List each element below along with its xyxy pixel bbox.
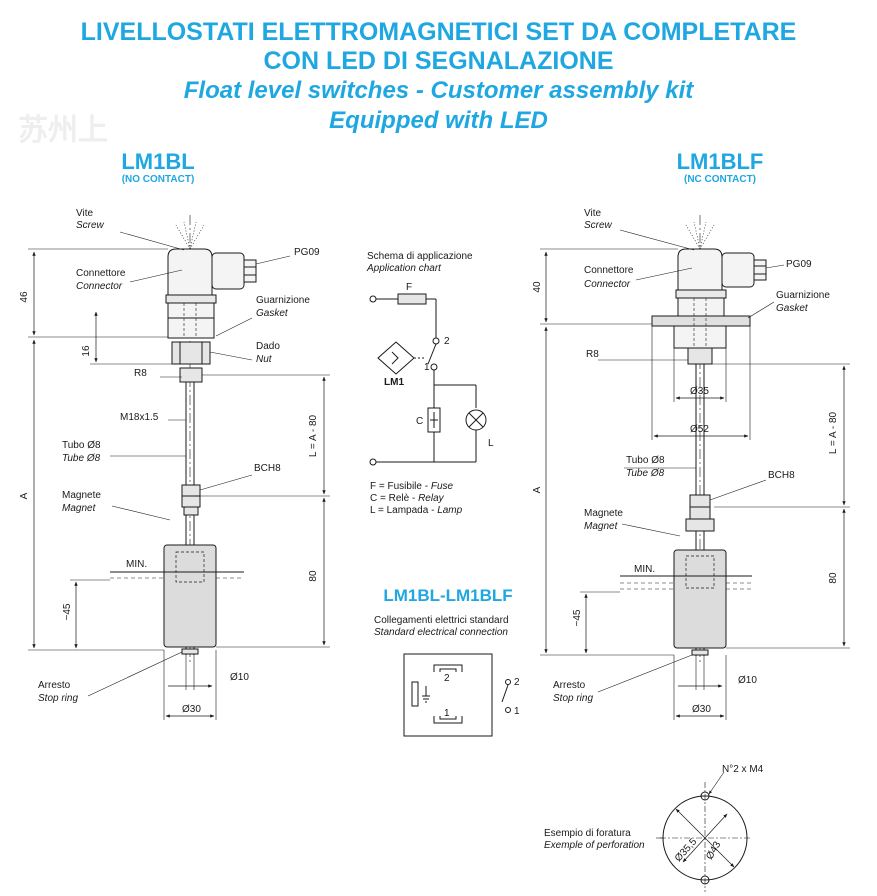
right-magnet-label: Magnete xyxy=(584,508,623,519)
connection-pin1: 1 xyxy=(444,708,450,719)
subtitle-line-1: Float level switches - Customer assembly… xyxy=(183,77,694,104)
drilling-title: Esempio di foratura xyxy=(544,828,631,839)
application-chart xyxy=(369,293,487,466)
title-line-2: CON LED DI SEGNALAZIONE xyxy=(263,47,614,75)
watermark-cn: 苏州上 xyxy=(18,114,108,147)
legend-lamp: L = Lampada - Lamp xyxy=(370,505,463,516)
left-stop-label: Arresto xyxy=(38,680,71,691)
schema-l-label: L xyxy=(488,438,494,449)
connection-diagram xyxy=(403,653,511,737)
model-right: LM1BLF (NC CONTACT) xyxy=(660,150,780,186)
left-thread-label: M18x1.5 xyxy=(120,412,159,423)
right-dim-a: A xyxy=(532,486,543,493)
title-line-1: LIVELLOSTATI ELETTROMAGNETICI SET DA COM… xyxy=(80,18,797,46)
right-tube-label: Tubo Ø8 xyxy=(626,455,665,466)
right-r8-label: R8 xyxy=(586,349,599,360)
right-d52-label: Ø52 xyxy=(690,424,709,435)
right-screw-label: Vite xyxy=(584,208,601,219)
schema-f-label: F xyxy=(406,282,412,293)
left-dim-16: 16 xyxy=(81,345,92,357)
right-gasket-label: Guarnizione xyxy=(776,290,830,301)
left-dim-d30: Ø30 xyxy=(182,704,201,715)
right-dim-45: ~45 xyxy=(572,609,583,626)
right-sensor-drawing xyxy=(540,215,850,720)
drilling-holes-label: N°2 x M4 xyxy=(722,764,764,775)
left-screw-label-en: Screw xyxy=(76,220,105,231)
left-connector-label-en: Connector xyxy=(76,281,123,292)
drilling-d355: Ø35,5 xyxy=(673,836,700,864)
model-left-contact: (NO CONTACT) xyxy=(121,174,195,185)
right-magnet-label-en: Magnet xyxy=(584,521,619,532)
drilling-title-en: Exemple of perforation xyxy=(544,840,645,851)
left-magnet-label: Magnete xyxy=(62,490,101,501)
left-tube-label-en: Tube Ø8 xyxy=(62,453,101,464)
schema-title-en: Application chart xyxy=(366,263,442,274)
drilling-labels: N°2 x M4 Esempio di foratura Exemple of … xyxy=(544,764,764,864)
schema-title: Schema di applicazione xyxy=(367,251,473,262)
left-bch8-label: BCH8 xyxy=(254,463,281,474)
connection-sw2: 2 xyxy=(514,677,520,688)
right-dim-d30: Ø30 xyxy=(692,704,711,715)
model-right-name: LM1BLF xyxy=(676,149,764,174)
right-tube-label-en: Tube Ø8 xyxy=(626,468,665,479)
left-dim-45: ~45 xyxy=(62,603,73,620)
legend-fuse: F = Fusibile - Fuse xyxy=(370,481,454,492)
model-left-name: LM1BL xyxy=(121,149,195,174)
left-nut-label: Dado xyxy=(256,341,280,352)
schema-c-label: C xyxy=(416,416,423,427)
subtitle-line-2: Equipped with LED xyxy=(329,107,548,134)
right-dim-80: 80 xyxy=(828,572,839,584)
schema-pin1: 1 xyxy=(424,362,430,373)
application-chart-labels: Schema di applicazione Application chart… xyxy=(366,251,494,516)
right-pg09-label: PG09 xyxy=(786,259,812,270)
connection-title: Collegamenti elettrici standard xyxy=(374,615,509,626)
schema-pin2: 2 xyxy=(444,336,450,347)
left-min-label: MIN. xyxy=(126,559,147,570)
left-stop-label-en: Stop ring xyxy=(38,693,78,704)
drilling-diagram xyxy=(656,771,750,892)
left-dim-d10: Ø10 xyxy=(230,672,249,683)
left-connector-label: Connettore xyxy=(76,268,126,279)
right-bch8-label: BCH8 xyxy=(768,470,795,481)
right-connector-label-en: Connector xyxy=(584,279,631,290)
connection-sw1: 1 xyxy=(514,706,520,717)
connection-pin2: 2 xyxy=(444,673,450,684)
model-left: LM1BL (NO CONTACT) xyxy=(100,150,216,186)
right-gasket-label-en: Gasket xyxy=(776,303,809,314)
connection-labels: Collegamenti elettrici standard Standard… xyxy=(374,615,520,719)
model-center-name: LM1BL-LM1BLF xyxy=(383,586,513,605)
left-dim-80: 80 xyxy=(308,570,319,582)
connection-title-en: Standard electrical connection xyxy=(374,627,508,638)
left-labels: Vite Screw Connettore Connector PG09 Gua… xyxy=(19,208,320,715)
left-screw-label: Vite xyxy=(76,208,93,219)
left-magnet-label-en: Magnet xyxy=(62,503,97,514)
left-r8-label: R8 xyxy=(134,368,147,379)
left-dim-a: A xyxy=(19,492,30,499)
model-right-contact: (NC CONTACT) xyxy=(683,174,757,185)
legend-relay: C = Relè - Relay xyxy=(370,493,445,504)
left-gasket-label-en: Gasket xyxy=(256,308,289,319)
right-dim-d10: Ø10 xyxy=(738,675,757,686)
left-dim-46: 46 xyxy=(19,291,30,303)
right-labels: Vite Screw Connettore Connector PG09 Gua… xyxy=(532,208,839,715)
right-min-label: MIN. xyxy=(634,564,655,575)
right-connector-label: Connettore xyxy=(584,265,634,276)
left-dim-l: L = A - 80 xyxy=(308,414,319,457)
left-nut-label-en: Nut xyxy=(256,354,273,365)
schema-lm1-label: LM1 xyxy=(384,377,404,388)
left-pg09-label: PG09 xyxy=(294,247,320,258)
right-screw-label-en: Screw xyxy=(584,220,613,231)
left-gasket-label: Guarnizione xyxy=(256,295,310,306)
left-sensor-drawing xyxy=(28,215,330,720)
right-stop-label-en: Stop ring xyxy=(553,693,593,704)
right-stop-label: Arresto xyxy=(553,680,586,691)
right-d35-label: Ø35 xyxy=(690,386,709,397)
right-dim-l: L = A - 80 xyxy=(828,411,839,454)
right-dim-40: 40 xyxy=(532,281,543,293)
left-tube-label: Tubo Ø8 xyxy=(62,440,101,451)
drilling-d43: Ø43 xyxy=(704,839,723,861)
